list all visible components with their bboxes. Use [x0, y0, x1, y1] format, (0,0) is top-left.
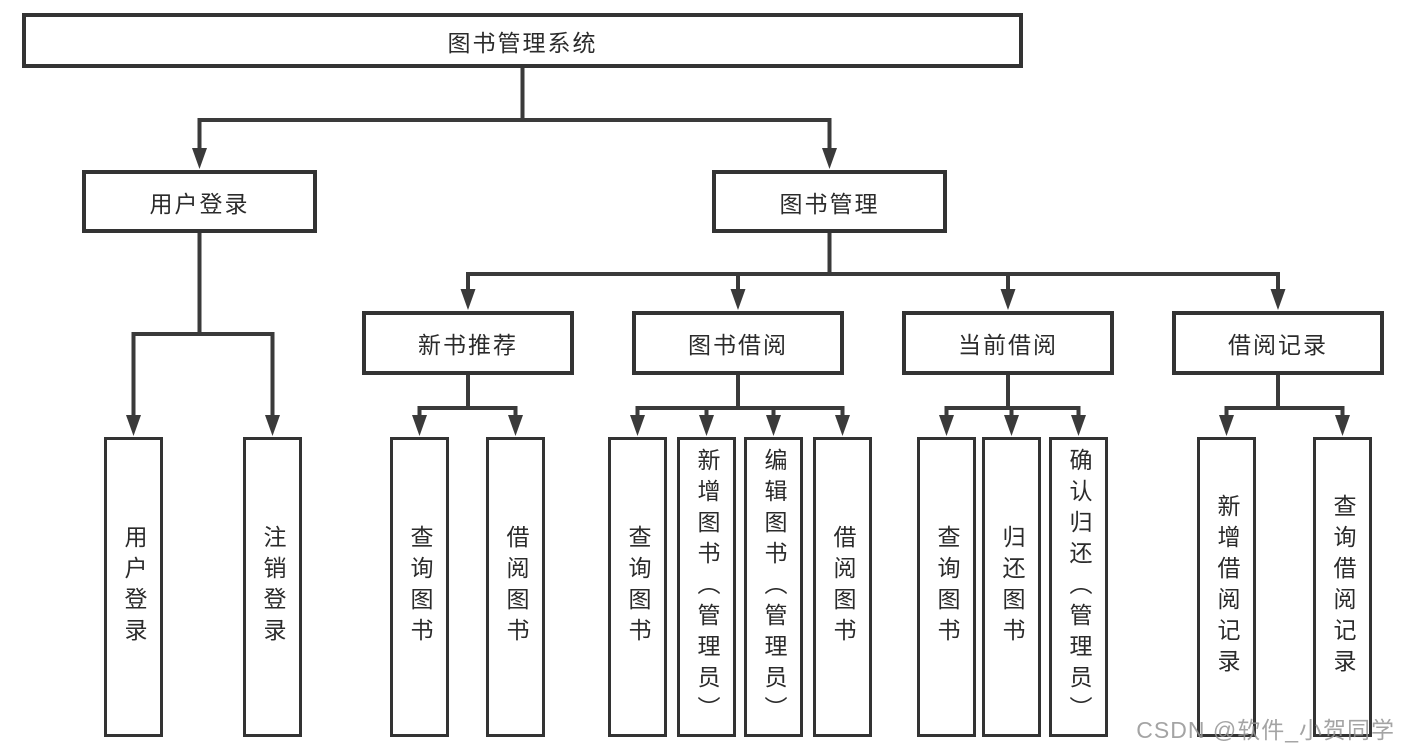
leaf-cb-confirm-return-admin-label: 确认归还（管理员） — [1066, 447, 1092, 727]
node-current-borrow: 当前借阅 — [902, 311, 1114, 375]
leaf-nb-borrow-books-label: 借阅图书 — [503, 525, 529, 649]
leaf-br-add-record: 新增借阅记录 — [1197, 437, 1256, 737]
leaf-br-add-record-label: 新增借阅记录 — [1214, 494, 1240, 680]
node-book-management: 图书管理 — [712, 170, 947, 233]
node-book-borrow-label: 图书借阅 — [688, 332, 788, 358]
leaf-cb-return-books-label: 归还图书 — [999, 525, 1025, 649]
node-book-borrow: 图书借阅 — [632, 311, 844, 375]
leaf-cb-confirm-return-admin: 确认归还（管理员） — [1049, 437, 1108, 737]
node-new-book-recommend-label: 新书推荐 — [418, 332, 518, 358]
leaf-nb-borrow-books: 借阅图书 — [486, 437, 545, 737]
leaf-cb-query-books: 查询图书 — [917, 437, 976, 737]
leaf-br-query-record: 查询借阅记录 — [1313, 437, 1372, 737]
edges-current-borrow-branch — [939, 373, 1086, 436]
edges-book-borrow-branch — [630, 373, 850, 436]
leaf-bb-edit-books-admin-label: 编辑图书（管理员） — [761, 447, 787, 727]
edges-borrow-records-branch — [1219, 373, 1350, 436]
leaf-user-login: 用户登录 — [104, 437, 163, 737]
leaf-bb-borrow-books: 借阅图书 — [813, 437, 872, 737]
node-book-management-label: 图书管理 — [779, 190, 880, 217]
leaf-bb-query-books-label: 查询图书 — [625, 525, 651, 649]
node-root-label: 图书管理系统 — [447, 29, 598, 56]
edges-user-login-branch — [126, 231, 280, 436]
leaf-cb-query-books-label: 查询图书 — [934, 525, 960, 649]
leaf-bb-add-books-admin: 新增图书（管理员） — [677, 437, 736, 737]
leaf-logout: 注销登录 — [243, 437, 302, 737]
leaf-bb-query-books: 查询图书 — [608, 437, 667, 737]
leaf-bb-add-books-admin-label: 新增图书（管理员） — [694, 447, 720, 727]
edges-root-to-level2 — [192, 68, 837, 169]
node-new-book-recommend: 新书推荐 — [362, 311, 574, 375]
node-user-login: 用户登录 — [82, 170, 317, 233]
csdn-watermark: CSDN @软件_小贺同学 — [1136, 717, 1395, 743]
leaf-bb-borrow-books-label: 借阅图书 — [830, 525, 856, 649]
edges-new-book-branch — [412, 373, 523, 436]
leaf-nb-query-books-label: 查询图书 — [407, 525, 433, 649]
node-root: 图书管理系统 — [22, 13, 1023, 68]
node-borrow-records-label: 借阅记录 — [1228, 332, 1328, 358]
leaf-cb-return-books: 归还图书 — [982, 437, 1041, 737]
leaf-user-login-label: 用户登录 — [121, 525, 147, 649]
leaf-bb-edit-books-admin: 编辑图书（管理员） — [744, 437, 803, 737]
leaf-logout-label: 注销登录 — [260, 525, 286, 649]
leaf-br-query-record-label: 查询借阅记录 — [1330, 494, 1356, 680]
leaf-nb-query-books: 查询图书 — [390, 437, 449, 737]
node-current-borrow-label: 当前借阅 — [958, 332, 1058, 358]
edges-book-management-to-level3 — [460, 231, 1286, 310]
node-borrow-records: 借阅记录 — [1172, 311, 1384, 375]
node-user-login-label: 用户登录 — [149, 190, 250, 217]
